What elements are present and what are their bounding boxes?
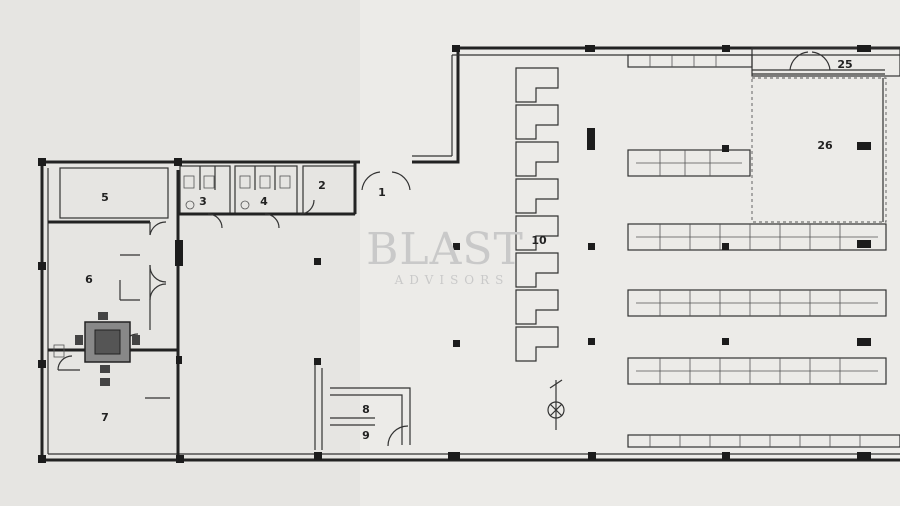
room-label-3: 3 [199,195,207,208]
structural-columns [38,45,871,463]
room-label-7: 7 [101,411,109,424]
room-label-26: 26 [817,139,833,152]
watermark-title: BLAST [366,224,524,275]
sanitary-fixtures [53,175,291,358]
watermark: BLAST ADVISORS [366,224,524,287]
stair-symbol [547,379,565,430]
room-label-9: 9 [362,429,370,442]
meeting-table [75,312,140,386]
shelving-rows [627,54,900,448]
room-label-25: 25 [837,58,852,71]
watermark-subtitle: ADVISORS [394,273,510,287]
room-label-8: 8 [362,403,370,416]
interior-walls [48,47,900,455]
room-label-10: 10 [531,234,547,247]
room-label-5: 5 [101,191,109,204]
workstation-column [515,67,559,362]
room-label-2: 2 [318,179,326,192]
room-labels: 1 2 3 4 5 6 7 8 9 10 25 26 [85,58,852,442]
door-swings [57,51,831,447]
room-label-4: 4 [260,195,268,208]
room-label-1: 1 [378,186,386,199]
room-label-6: 6 [85,273,93,286]
